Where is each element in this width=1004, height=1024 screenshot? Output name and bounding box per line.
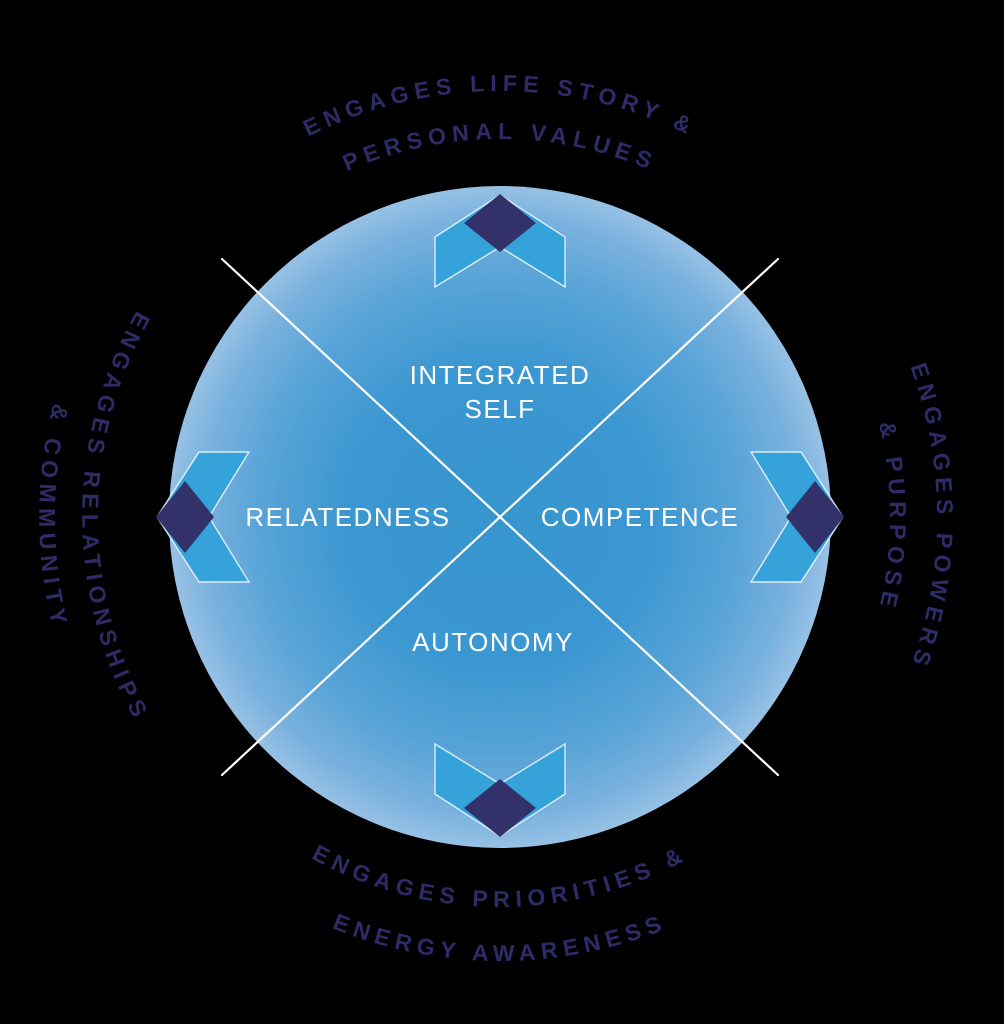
quadrant-label-integrated-self-line2: SELF <box>464 394 535 424</box>
quadrant-label-relatedness: RELATEDNESS <box>245 502 450 532</box>
arc-label-left-line2-text: & COMMUNITY <box>34 402 68 633</box>
arc-label-top-line2: PERSONAL VALUES <box>339 118 661 176</box>
arc-label-bottom-line1: ENGAGES PRIORITIES & <box>308 840 691 913</box>
divider-line-ne-sw <box>220 257 780 777</box>
arc-label-left-line1: ENGAGES RELATIONSHIPS <box>77 308 155 726</box>
quadrant-label-competence: COMPETENCE <box>541 502 739 532</box>
arc-label-right-line2: & PURPOSE <box>874 419 911 616</box>
arc-label-bottom-line1-text: ENGAGES PRIORITIES & <box>308 840 685 913</box>
quadrant-label-autonomy: AUTONOMY <box>412 627 574 657</box>
arc-label-left-line2: & COMMUNITY <box>34 402 74 633</box>
arc-label-bottom-line2-text: ENERGY AWARENESS <box>330 908 664 966</box>
quadrant-label-integrated-self-line1: INTEGRATED <box>410 360 591 390</box>
arc-label-bottom-line2: ENERGY AWARENESS <box>330 908 670 966</box>
arc-label-top-line2-text: PERSONAL VALUES <box>339 118 655 176</box>
arc-label-right-line2-text: & PURPOSE <box>874 419 905 616</box>
arc-label-right-line1-text: ENGAGES POWERS <box>906 359 953 674</box>
arc-label-left-line1-text: ENGAGES RELATIONSHIPS <box>77 308 149 726</box>
arc-label-right-line1: ENGAGES POWERS <box>906 359 959 674</box>
divider-x <box>220 257 780 777</box>
